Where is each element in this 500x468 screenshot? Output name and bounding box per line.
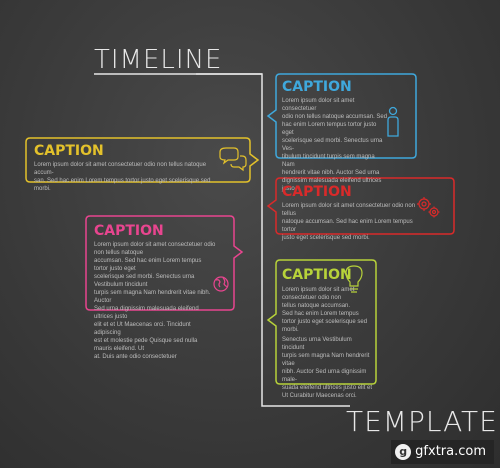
lightbulb-icon [345, 265, 363, 293]
caption-red: CAPTION [282, 184, 352, 200]
caption-blue: CAPTION [282, 79, 352, 95]
title-timeline: TIMELINE [94, 45, 223, 75]
text-red: Lorem ipsum dolor sit amet consectetuer … [282, 203, 416, 241]
text-blue: Lorem ipsum dolor sit amet consectetuer … [282, 98, 388, 192]
caption-green: CAPTION [282, 267, 352, 283]
gfxtra-logo-icon: g [395, 444, 412, 460]
person-icon [387, 106, 399, 137]
speech-bubbles-icon [219, 147, 247, 172]
watermark: g gfxtra.com [391, 440, 494, 464]
callout-pink-frame [85, 215, 244, 311]
caption-yellow: CAPTION [34, 143, 104, 159]
globe-icon [213, 276, 229, 292]
timeline-line [94, 73, 350, 407]
text-green-1: Lorem ipsum dolor sit amet consectetuer … [282, 287, 368, 333]
text-green-2: Senectus urna Vestibulum tincidunt turpi… [282, 337, 373, 399]
timeline-item-green [266, 259, 377, 385]
text-yellow: Lorem ipsum dolor sit amet consectetuer … [34, 162, 211, 192]
caption-pink: CAPTION [94, 223, 164, 239]
callout-red-frame [266, 177, 455, 235]
watermark-text: gfxtra.com [415, 444, 486, 459]
callout-green-frame [266, 259, 377, 385]
gears-icon [417, 197, 440, 218]
callout-yellow-frame [25, 137, 260, 183]
timeline-item-yellow [25, 137, 260, 183]
title-template: TEMPLATE [346, 405, 498, 438]
callout-blue-frame [266, 73, 417, 159]
timeline-item-pink [85, 215, 244, 311]
timeline-item-red [266, 177, 455, 235]
text-pink: Lorem ipsum dolor sit amet consectetuer … [94, 242, 216, 360]
timeline-item-blue [266, 73, 417, 159]
